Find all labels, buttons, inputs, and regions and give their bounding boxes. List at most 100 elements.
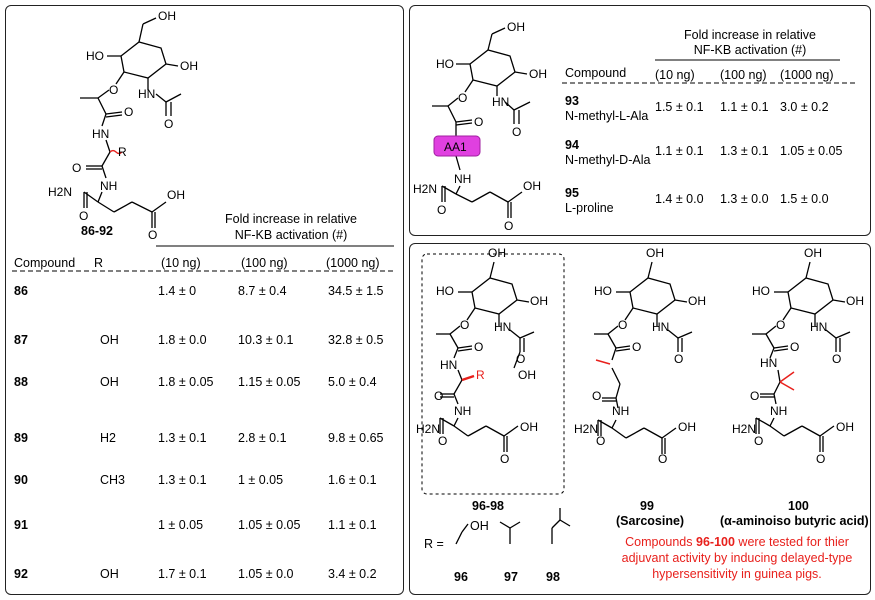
compound-id: 88	[14, 375, 28, 389]
atom-o: O	[658, 452, 668, 466]
label-100: 100	[788, 499, 809, 513]
atom-oh: OH	[180, 59, 198, 73]
label-99: 99	[640, 499, 654, 513]
label-96-98: 96-98	[472, 499, 504, 513]
value-10ng: 1.5 ± 0.1	[655, 100, 704, 114]
atom-nh: NH	[100, 179, 117, 193]
value-100ng: 1.05 ± 0.0	[238, 567, 294, 581]
dashed-box-96-98	[421, 253, 565, 495]
atom-o: O	[500, 452, 510, 466]
compound-name: L-proline	[565, 201, 614, 215]
value-10ng: 1.8 ± 0.05	[158, 375, 214, 389]
atom-nh: NH	[612, 404, 630, 418]
atom-nh: NH	[770, 404, 788, 418]
value-100ng: 2.8 ± 0.1	[238, 431, 287, 445]
atom-hn: HN	[492, 95, 509, 109]
atom-oh: OH	[507, 20, 525, 34]
header-nfkb: NF-KB activation (#)	[234, 228, 348, 242]
note-rest: were tested for thier	[738, 535, 849, 549]
atom-o: O	[776, 318, 786, 332]
r-oh: OH	[470, 519, 489, 533]
atom-o: O	[460, 318, 470, 332]
note-ids: 96-100	[696, 535, 735, 549]
header-fold: Fold increase in relative	[224, 212, 357, 226]
value-100ng: 8.7 ± 0.4	[238, 284, 287, 298]
atom-o: O	[438, 434, 448, 448]
atom-o: O	[474, 340, 484, 354]
r-group-label: H2	[100, 431, 116, 445]
atom-o: O	[164, 117, 173, 131]
atom-oh: OH	[836, 420, 854, 434]
atom-oh: OH	[530, 294, 548, 308]
col-100ng: (100 ng)	[241, 256, 288, 270]
value-10ng: 1.3 ± 0.1	[158, 473, 207, 487]
compound-id: 93	[565, 94, 579, 108]
r-equals: R =	[424, 537, 444, 551]
compound-id: 95	[565, 186, 579, 200]
value-100ng: 1.3 ± 0.1	[720, 144, 769, 158]
value-1000ng: 1.5 ± 0.0	[780, 192, 829, 206]
atom-ho: HO	[436, 57, 454, 71]
col-10ng: (10 ng)	[161, 256, 201, 270]
atom-o: O	[754, 434, 764, 448]
value-1000ng: 1.05 ± 0.05	[780, 144, 843, 158]
label-99-name: (Sarcosine)	[616, 514, 685, 528]
atom-o: O	[618, 318, 628, 332]
atom-o: O	[437, 203, 446, 217]
col-1000ng: (1000 ng)	[780, 68, 834, 82]
atom-o: O	[674, 352, 684, 366]
value-10ng: 1 ± 0.05	[158, 518, 204, 532]
structure-aa1: AA1 OH HO OH O HN O O NH H2N O OH O	[413, 20, 858, 233]
atom-o: O	[592, 389, 602, 403]
atom-o: O	[832, 352, 842, 366]
left-panel: OH HO OH O HN O O HN R O NH H2N O OH O 8…	[5, 5, 404, 595]
structure-label: 86-92	[81, 224, 113, 238]
atom-oh: OH	[846, 294, 864, 308]
value-1000ng: 9.8 ± 0.65	[328, 431, 384, 445]
atom-nh: NH	[454, 172, 471, 186]
r-label-97: 97	[504, 570, 518, 584]
value-1000ng: 32.8 ± 0.5	[328, 333, 384, 347]
atom-ho: HO	[594, 284, 612, 298]
atom-hn: HN	[494, 320, 512, 334]
atom-h2n: H2N	[416, 422, 441, 436]
compound-id: 92	[14, 567, 28, 581]
compound-id: 86	[14, 284, 28, 298]
compound-name: N-methyl-L-Ala	[565, 109, 649, 123]
atom-o: O	[79, 209, 88, 223]
atom-o: O	[512, 125, 521, 139]
compound-id: 91	[14, 518, 28, 532]
atom-h2n: H2N	[732, 422, 757, 436]
value-1000ng: 1.1 ± 0.1	[328, 518, 377, 532]
atom-ho: HO	[752, 284, 770, 298]
atom-hn: HN	[760, 356, 778, 370]
value-10ng: 1.1 ± 0.1	[655, 144, 704, 158]
col-r: R	[94, 256, 104, 270]
atom-h2n: H2N	[574, 422, 599, 436]
col-compound: Compound	[565, 66, 627, 80]
value-1000ng: 3.4 ± 0.2	[328, 567, 377, 581]
header-fold: Fold increase in relative	[683, 28, 816, 42]
col-1000ng: (1000 ng)	[326, 256, 380, 270]
structures-96-100	[421, 253, 851, 545]
value-1000ng: 34.5 ± 1.5	[328, 284, 384, 298]
value-100ng: 1 ± 0.05	[238, 473, 284, 487]
atom-r: R	[476, 368, 485, 382]
value-1000ng: 1.6 ± 0.1	[328, 473, 377, 487]
atom-hn: HN	[138, 87, 155, 101]
atom-o: O	[72, 161, 81, 175]
value-10ng: 1.3 ± 0.1	[158, 431, 207, 445]
r-label-98: 98	[546, 570, 560, 584]
header-nfkb: NF-KB activation (#)	[693, 43, 807, 57]
atom-oh: OH	[523, 179, 541, 193]
atom-oh: OH	[518, 368, 536, 382]
atom-ho: HO	[436, 284, 454, 298]
atom-h2n: H2N	[413, 182, 437, 196]
structure-86-92: OH HO OH O HN O O HN R O NH H2N O OH O	[48, 9, 198, 242]
atom-hn: HN	[810, 320, 828, 334]
atom-oh: OH	[167, 188, 185, 202]
adjuvant-note: Compounds 96-100 were tested for thier a…	[606, 534, 868, 582]
value-10ng: 1.4 ± 0.0	[655, 192, 704, 206]
value-100ng: 10.3 ± 0.1	[238, 333, 294, 347]
